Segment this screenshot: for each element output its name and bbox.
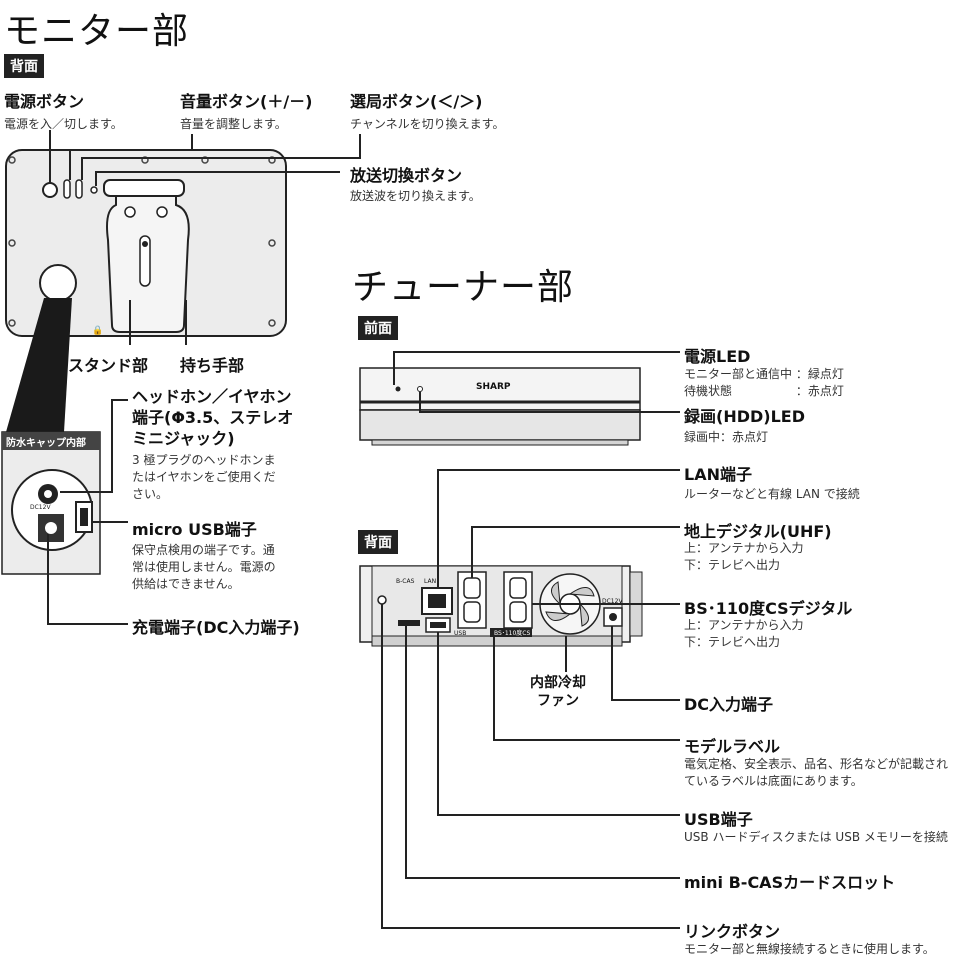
rear-mark-lan: LAN	[424, 578, 437, 585]
fan-label: 内部冷却 ファン	[530, 675, 586, 709]
tuner-front-tag: 前面	[358, 316, 398, 340]
broadcast-button-label: 放送切換ボタン	[350, 166, 463, 185]
volume-button-desc: 音量を調整します。	[180, 117, 287, 131]
volume-button-label: 音量ボタン(＋/－)	[180, 92, 313, 111]
headphone-label: ヘッドホン／イヤホン 端子(Φ3.5、ステレオ ミニジャック)	[132, 387, 294, 448]
micro-usb-desc: 保守点検用の端子です。通 常は使用しません。電源の 供給はできません。	[132, 543, 276, 591]
rec-led-desc: 録画中：赤点灯	[684, 430, 769, 444]
link-label: リンクボタン	[684, 922, 781, 941]
link-desc: モニター部と無線接続するときに使用します。	[684, 942, 935, 956]
model-label: モデルラベル	[684, 737, 781, 756]
cap-dc-mark: DC12V	[30, 504, 51, 511]
lan-label: LAN端子	[684, 465, 752, 484]
monitor-back-illustration: 🔒	[5, 149, 287, 337]
bs-desc: 上：アンテナから入力 下：テレビへ出力	[684, 618, 804, 649]
monitor-back-tag: 背面	[4, 54, 44, 78]
rear-mark-usb: USB	[454, 630, 467, 637]
tuner-front-illustration	[359, 367, 641, 446]
bs-label: BS･110度CSデジタル	[684, 599, 853, 618]
power-button-label: 電源ボタン	[4, 92, 85, 111]
charge-label: 充電端子(DC入力端子)	[132, 618, 300, 637]
broadcast-button-desc: 放送波を切り換えます。	[350, 189, 481, 203]
tuner-back-tag: 背面	[358, 530, 398, 554]
uhf-desc: 上：アンテナから入力 下：テレビへ出力	[684, 541, 804, 572]
uhf-label: 地上デジタル(UHF)	[684, 522, 832, 541]
rec-led-label: 録画(HDD)LED	[684, 407, 805, 426]
stand-label: スタンド部	[68, 356, 149, 375]
rear-mark-dc: DC12V	[602, 598, 623, 605]
svg-text:🔒: 🔒	[92, 325, 103, 336]
monitor-title: モニター部	[4, 11, 190, 52]
dc-in-label: DC入力端子	[684, 695, 774, 714]
tuner-title: チューナー部	[352, 267, 575, 308]
headphone-desc: 3 極プラグのヘッドホンま たはイヤホンをご使用くだ さい。	[132, 453, 276, 501]
handle-label: 持ち手部	[180, 356, 245, 375]
bcas-label: mini B-CASカードスロット	[684, 873, 896, 892]
model-desc: 電気定格、安全表示、品名、形名などが記載され ているラベルは底面にあります。	[684, 757, 949, 788]
micro-usb-label: micro USB端子	[132, 520, 257, 539]
rear-mark-bcas: B-CAS	[396, 578, 415, 585]
power-led-label: 電源LED	[684, 347, 751, 366]
waterproof-cap-inset	[1, 431, 101, 575]
power-button-desc: 電源を入／切します。	[4, 117, 123, 131]
rear-mark-bs: BS･110度CS	[494, 630, 531, 637]
brand-logo: SHARP	[476, 382, 511, 392]
channel-button-desc: チャンネルを切り換えます。	[350, 117, 505, 131]
usb-desc: USB ハードディスクまたは USB メモリーを接続	[684, 830, 948, 844]
cap-tag: 防水キャップ内部	[6, 438, 86, 449]
usb-label: USB端子	[684, 810, 753, 829]
lan-desc: ルーターなどと有線 LAN で接続	[684, 487, 860, 501]
power-led-desc: モニター部と通信中 ：緑点灯 待機状態 ：赤点灯	[684, 367, 844, 398]
monitor-power-button[interactable]	[42, 182, 58, 198]
channel-button-label: 選局ボタン(＜/＞)	[350, 92, 483, 111]
